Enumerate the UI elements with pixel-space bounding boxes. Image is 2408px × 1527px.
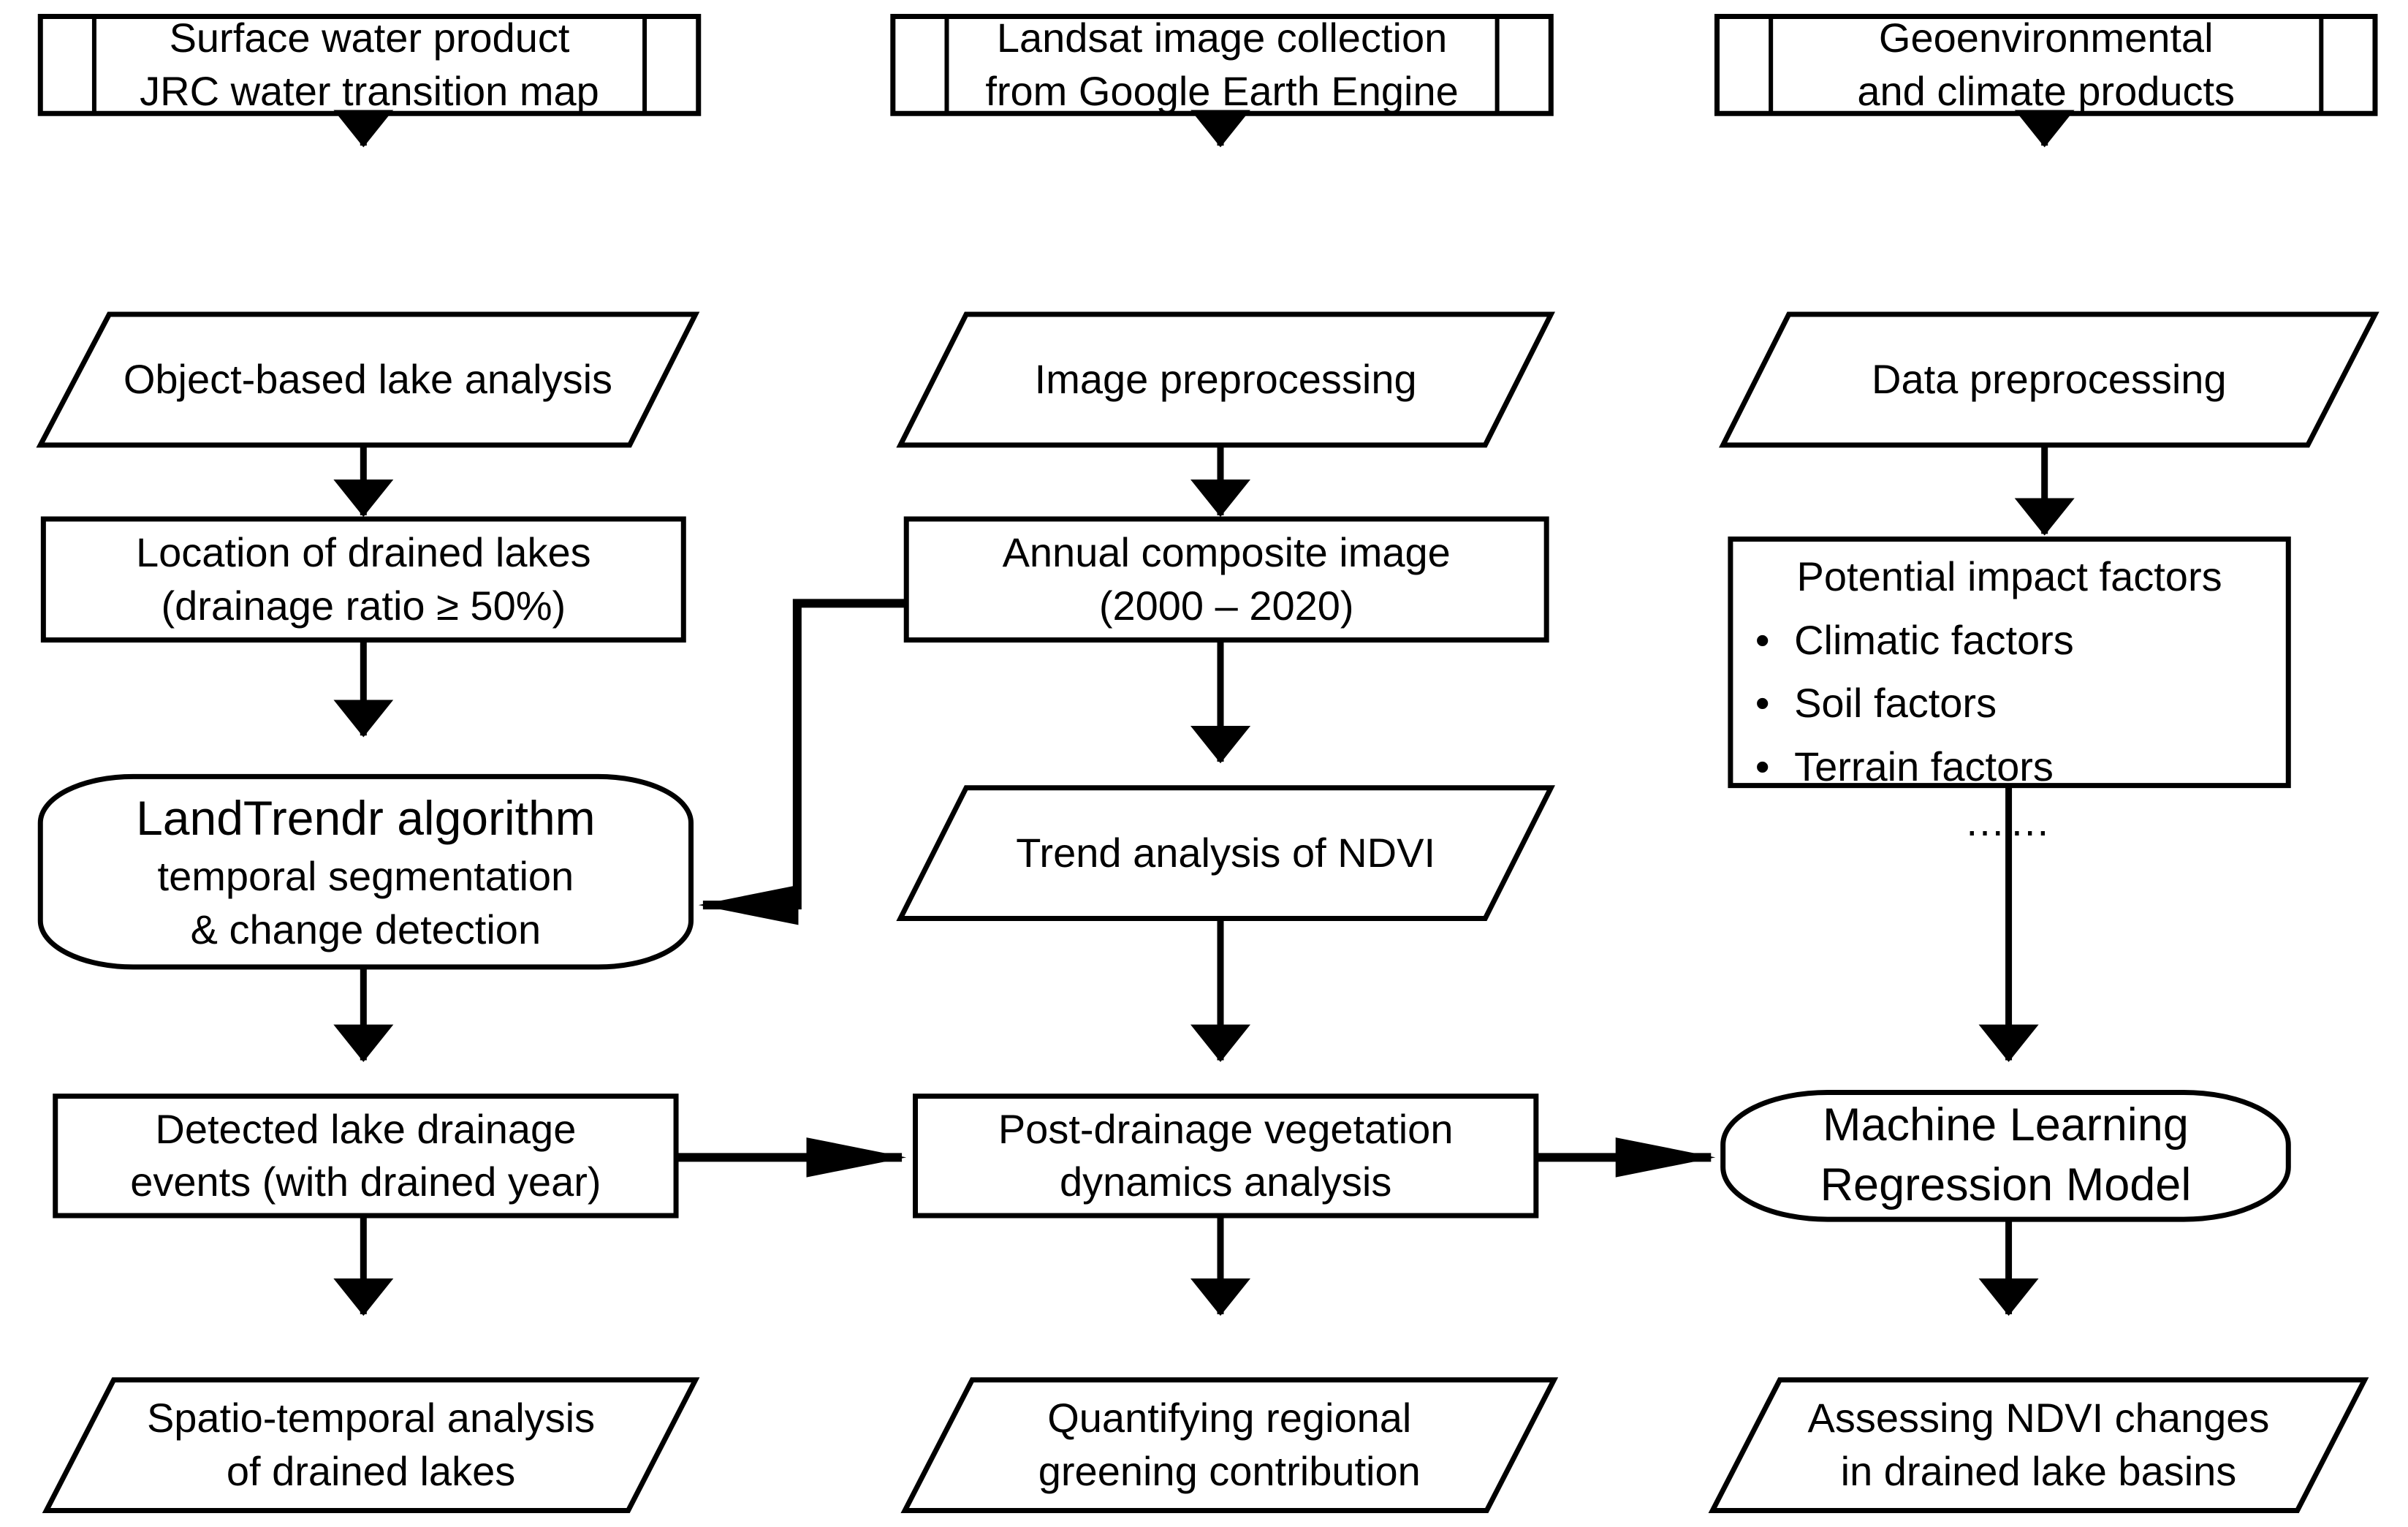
node-assessing-ndvi-changes [1712, 1380, 2364, 1511]
node-image-preprocessing [900, 314, 1551, 445]
node-post-drainage-vegetation [916, 1096, 1536, 1216]
list-item-label: Climatic factors [1794, 616, 2074, 663]
node-geoenvironmental-products [1717, 16, 2374, 113]
node-spatio-temporal-analysis [46, 1380, 695, 1511]
list-item: • Terrain factors [1731, 740, 2288, 794]
impact-factors-title: Potential impact factors [1796, 553, 2222, 599]
list-item: • Climatic factors [1731, 614, 2288, 667]
node-machine-learning-model [1723, 1092, 2289, 1219]
node-potential-impact-factors [1731, 539, 2288, 786]
node-landsat-image-collection [893, 16, 1551, 113]
list-item-label: Soil factors [1794, 680, 1997, 727]
bullet-icon: • [1755, 680, 1770, 727]
node-trend-analysis-ndvi [900, 788, 1551, 919]
impact-factors-ellipsis: …… [1964, 798, 2055, 845]
list-item-label: Terrain factors [1794, 743, 2054, 790]
label-potential-impact-factors: Potential impact factors • Climatic fact… [1731, 550, 2288, 849]
node-object-based-lake-analysis [40, 314, 695, 445]
node-location-of-drained-lakes [43, 519, 683, 640]
edge-annualcomposite-to-landtrendr-feedback [696, 603, 906, 938]
node-landtrendr-algorithm [40, 776, 691, 966]
node-detected-lake-drainage-events [56, 1096, 676, 1216]
bullet-icon: • [1755, 616, 1770, 663]
node-quantifying-regional-greening [905, 1380, 1554, 1511]
node-data-preprocessing [1723, 314, 2375, 445]
node-annual-composite-image [906, 519, 1546, 640]
list-item: • Soil factors [1731, 677, 2288, 730]
node-surface-water-product [40, 16, 698, 113]
bullet-icon: • [1755, 743, 1770, 790]
